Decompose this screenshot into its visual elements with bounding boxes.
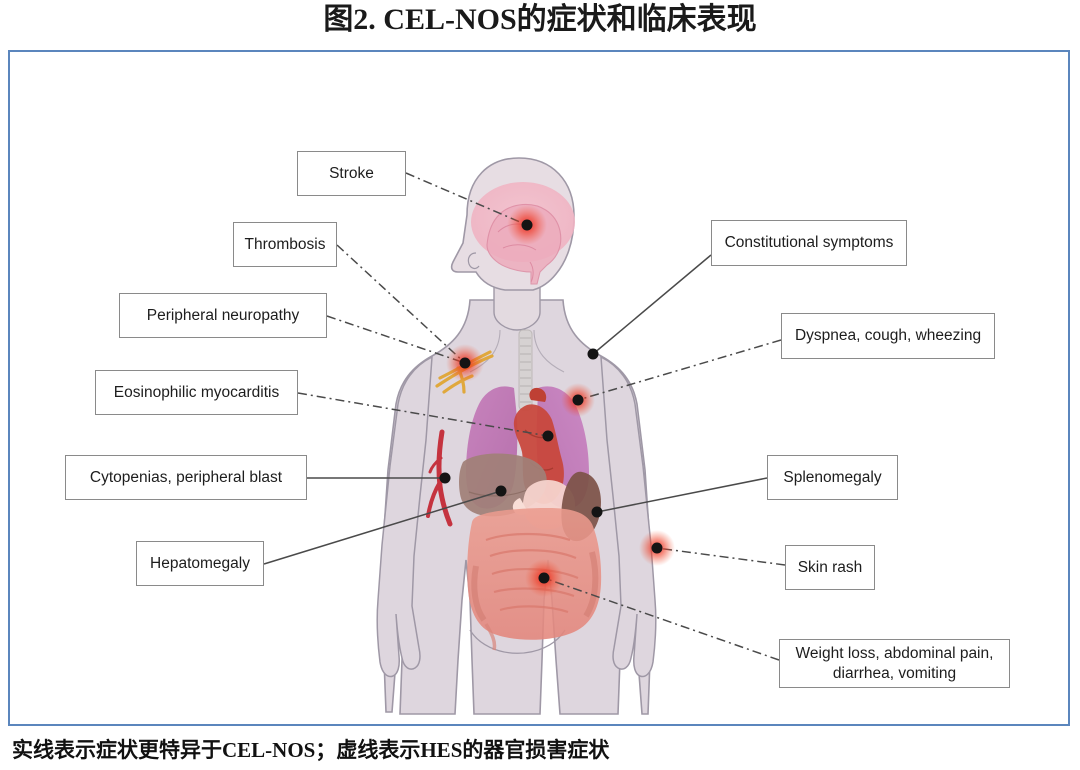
label-skin-rash[interactable]: Skin rash bbox=[785, 545, 875, 590]
label-weight-loss-abdominal[interactable]: Weight loss, abdominal pain, diarrhea, v… bbox=[779, 639, 1010, 688]
label-constitutional-symptoms[interactable]: Constitutional symptoms bbox=[711, 220, 907, 266]
label-dyspnea-cough-wheezing[interactable]: Dyspnea, cough, wheezing bbox=[781, 313, 995, 359]
label-splenomegaly[interactable]: Splenomegaly bbox=[767, 455, 898, 500]
label-eosinophilic-myocarditis[interactable]: Eosinophilic myocarditis bbox=[95, 370, 298, 415]
page-title: 图2. CEL-NOS的症状和临床表现 bbox=[323, 3, 757, 36]
label-hepatomegaly[interactable]: Hepatomegaly bbox=[136, 541, 264, 586]
label-thrombosis[interactable]: Thrombosis bbox=[233, 222, 337, 267]
label-stroke[interactable]: Stroke bbox=[297, 151, 406, 196]
label-peripheral-neuropathy[interactable]: Peripheral neuropathy bbox=[119, 293, 327, 338]
label-cytopenias-peripheral-blast[interactable]: Cytopenias, peripheral blast bbox=[65, 455, 307, 500]
figure-caption: 实线表示症状更特异于CEL-NOS；虚线表示HES的器官损害症状 bbox=[12, 738, 610, 762]
